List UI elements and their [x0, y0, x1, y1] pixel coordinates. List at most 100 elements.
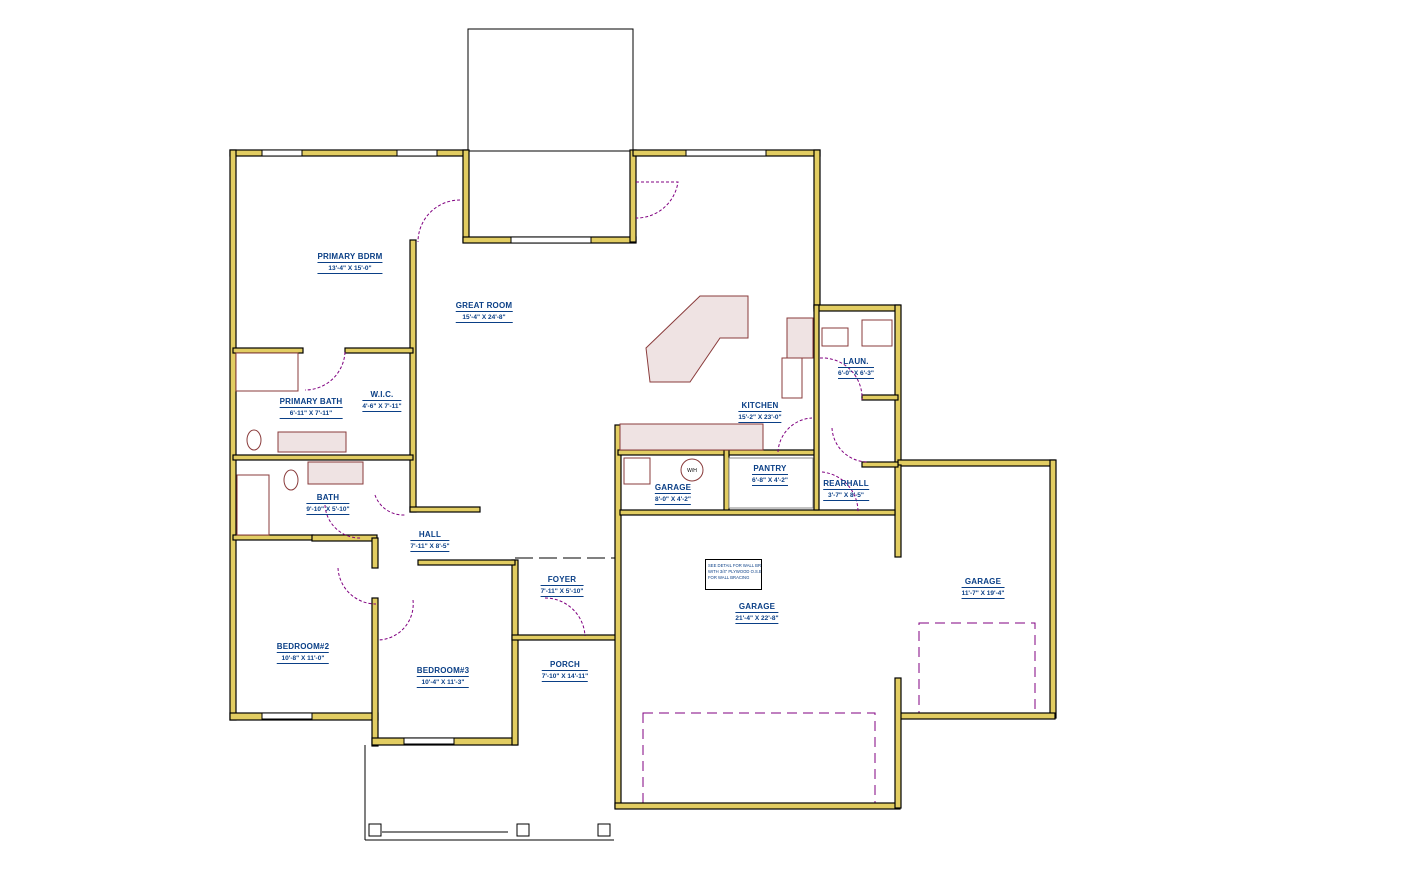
wall-bracing-note: SEE DETAIL FOR WALL BRACING WITH 3/4" PL… [705, 559, 762, 590]
wall [614, 424, 622, 809]
pantry-shelves [728, 457, 814, 509]
room-dimensions: 4'-6" X 7'-11" [362, 403, 402, 412]
room-name: GARAGE [961, 577, 1005, 588]
wall [1049, 459, 1057, 719]
wall [897, 459, 1056, 467]
wall [511, 634, 617, 641]
wall [614, 802, 901, 810]
bathtub [236, 474, 270, 536]
water-heater [680, 458, 704, 482]
window [261, 149, 303, 157]
wall [723, 449, 730, 513]
room-dimensions: 10'-4" X 11'-3" [416, 678, 470, 688]
room-label: GARAGE 11'-7" X 19'-4" [961, 577, 1005, 599]
wall [629, 149, 637, 243]
window [396, 149, 438, 157]
room-name: GREAT ROOM [455, 301, 513, 312]
room-dimensions: 7'-11" X 8'-5" [410, 543, 450, 552]
room-dimensions: 8'-0" X 4'-2" [654, 496, 692, 505]
room-dimensions: 3'-7" X 8'-5" [823, 491, 869, 501]
porch-post [368, 823, 382, 837]
washer-dryer [861, 319, 893, 347]
door-swing [374, 494, 406, 516]
room-name: BATH [306, 493, 350, 504]
wall [813, 304, 901, 312]
porch-post [516, 823, 530, 837]
wall [813, 149, 821, 309]
wall [371, 597, 379, 747]
refrigerator [781, 357, 803, 399]
wall [617, 449, 817, 456]
room-name: FOYER [540, 575, 584, 586]
water-heater-label: W/H [687, 468, 697, 474]
wall [232, 454, 414, 461]
wall [371, 537, 379, 569]
wall [894, 677, 902, 809]
vanity [277, 431, 347, 453]
room-name: BEDROOM#2 [276, 642, 330, 653]
wall [894, 304, 902, 466]
note-line: WITH 3/4" PLYWOOD O.S.B. [708, 569, 762, 574]
garage-door-outline [918, 622, 1036, 717]
window [510, 236, 592, 244]
door-swing [337, 567, 377, 605]
room-name: GARAGE [735, 602, 779, 613]
porch-post [597, 823, 611, 837]
door-swing [377, 599, 414, 641]
shower [235, 352, 299, 392]
note-line: FOR WALL BRACING [708, 575, 750, 580]
door-swing [819, 357, 863, 401]
rear-patio-outline [467, 28, 634, 152]
vanity [307, 461, 364, 485]
wall [813, 304, 820, 511]
door-swing [777, 417, 813, 453]
window [261, 712, 313, 720]
room-label: LAUN. 6'-0" X 6'-3" [838, 357, 874, 379]
door-swing [831, 427, 869, 463]
room-label: BATH 9'-10" X 5'-10" [306, 493, 350, 515]
wall [344, 347, 414, 354]
note-line: SEE DETAIL FOR WALL BRACING [708, 563, 761, 568]
door-swing [635, 181, 679, 219]
room-dimensions: 15'-4" X 24'-8" [455, 313, 513, 323]
kitchen-counter [786, 317, 814, 359]
room-dimensions: 7'-10" X 14'-11" [541, 673, 589, 682]
room-dimensions: 10'-8" X 11'-0" [276, 654, 330, 664]
room-label: W.I.C.4'-6" X 7'-11" [362, 390, 402, 412]
garage-sink [623, 457, 651, 485]
wall [229, 149, 237, 721]
door-swing [417, 199, 461, 243]
wall [232, 347, 304, 354]
garage-door-outline [642, 712, 876, 807]
room-name: REARHALL [823, 479, 869, 490]
room-dimensions: 6'-0" X 6'-3" [838, 370, 874, 379]
room-name: LAUN. [838, 357, 874, 368]
door-swing [304, 351, 346, 391]
wall [232, 534, 314, 541]
kitchen-island [645, 295, 749, 383]
room-name: PRIMARY BDRM [317, 252, 383, 263]
room-dimensions: 9'-10" X 5'-10" [306, 506, 350, 515]
room-name: PRIMARY BATH [279, 397, 343, 408]
wall [417, 559, 516, 566]
room-name: PORCH [541, 660, 589, 671]
room-name: KITCHEN [738, 401, 782, 412]
room-dimensions: 13'-4" X 15'-0" [317, 264, 383, 274]
door-swing [821, 471, 859, 513]
room-dimensions: 6'-8" X 4'-2" [752, 477, 788, 486]
room-dimensions: 11'-7" X 19'-4" [961, 590, 1005, 599]
door-swing [324, 504, 363, 539]
window [403, 737, 455, 745]
wall [409, 239, 417, 513]
toilet [246, 429, 262, 451]
